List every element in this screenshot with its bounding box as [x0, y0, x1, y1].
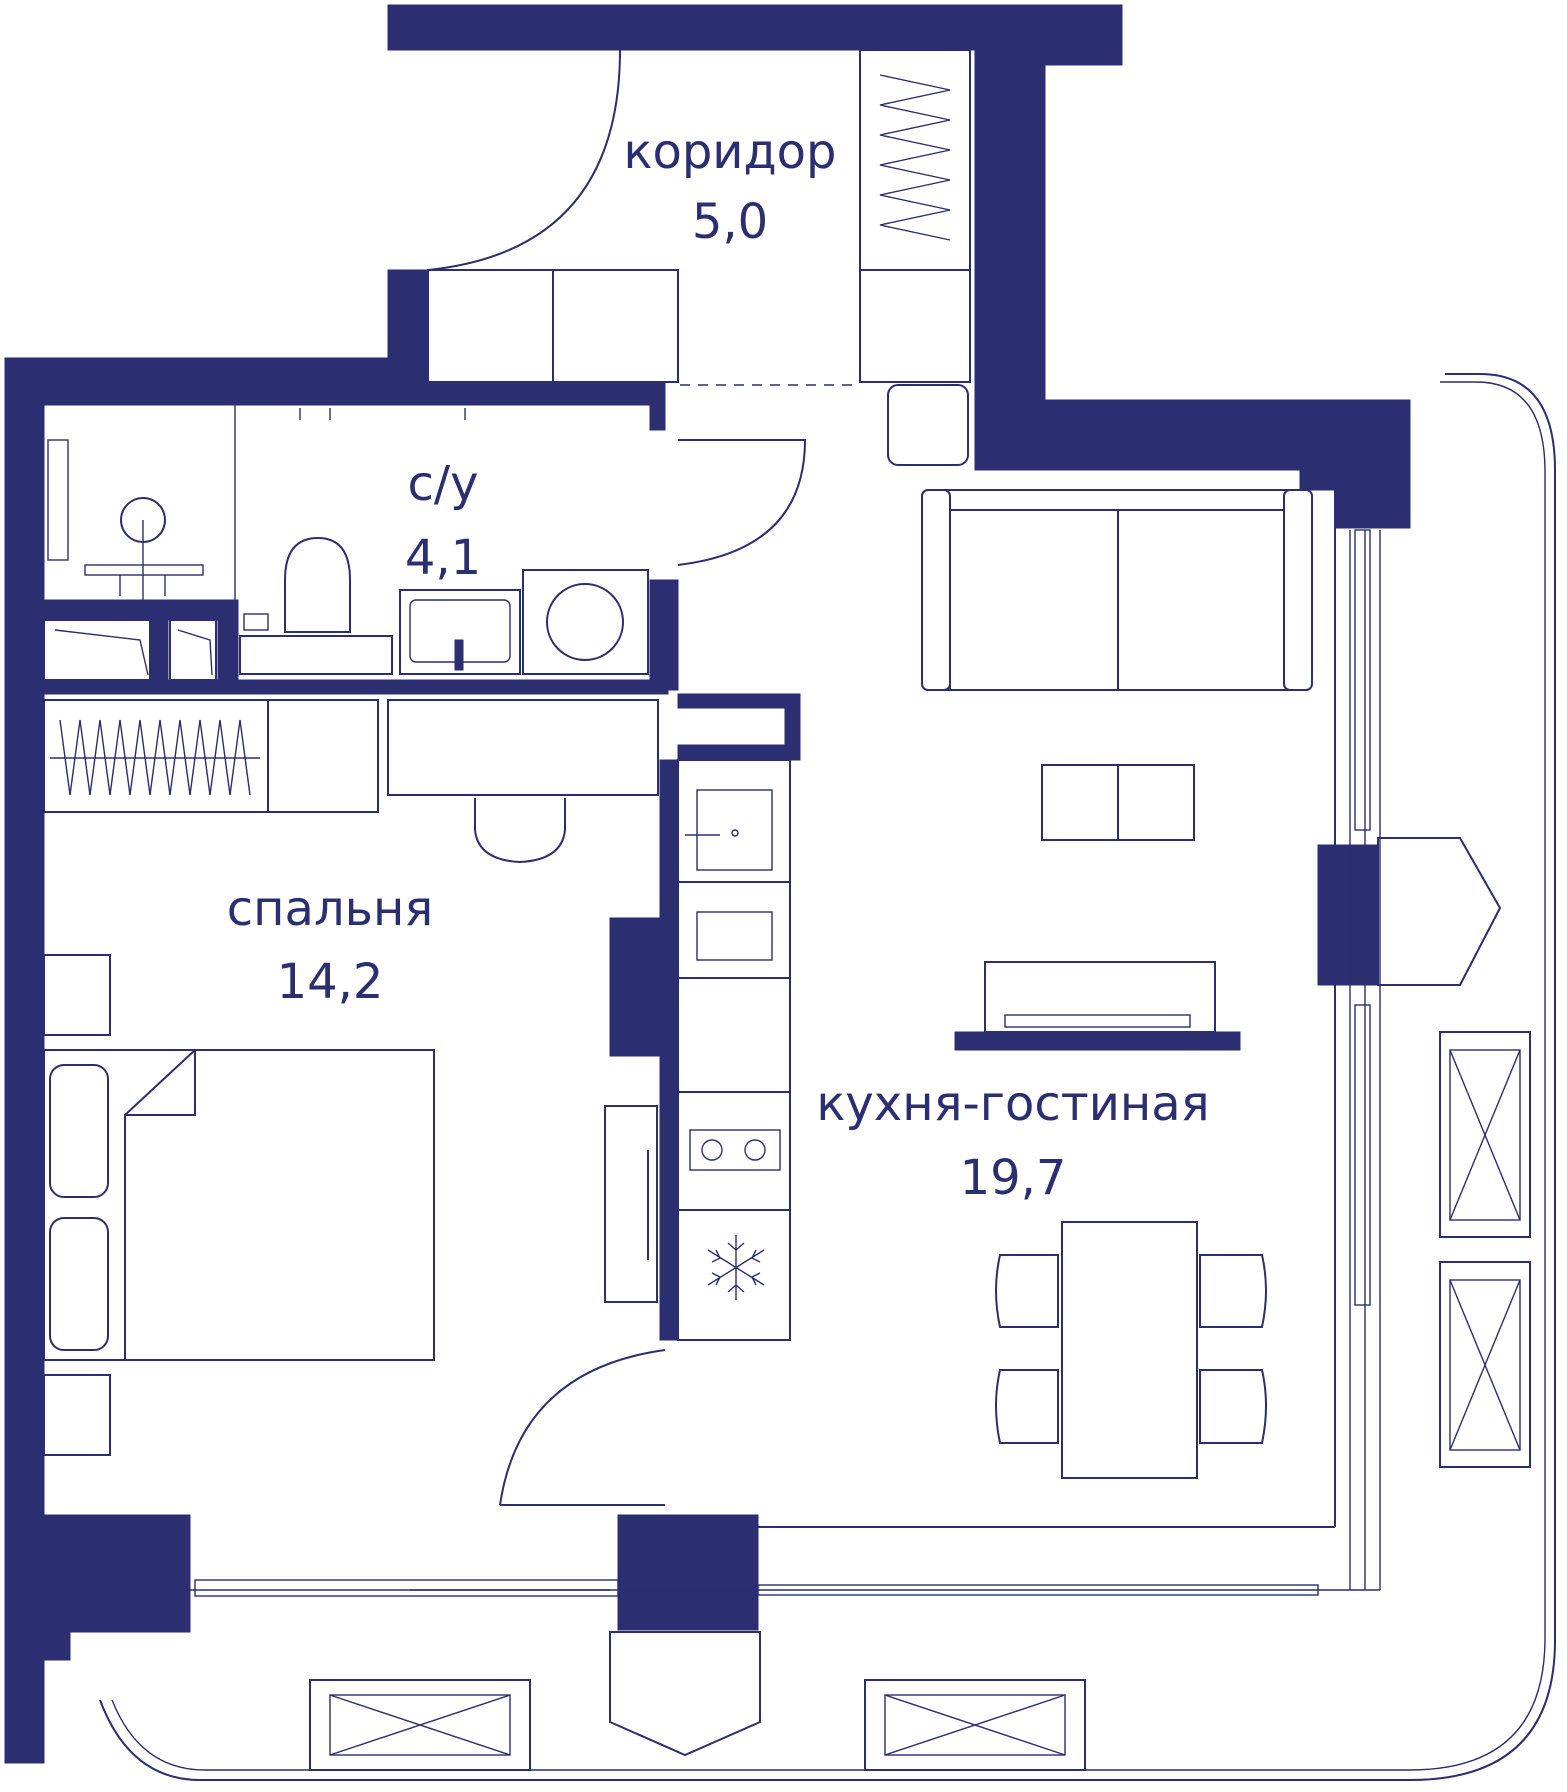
balcony-vent-4	[864, 1679, 1086, 1771]
room-labels: коридор 5,0 с/у 4,1 спальня 14,2 кухня-г…	[227, 124, 1210, 1206]
room-bedroom-area: 14,2	[277, 954, 384, 1010]
walls	[4, 4, 1411, 1764]
bedroom-furniture	[43, 619, 659, 1456]
balcony-vent-2	[1439, 1261, 1531, 1468]
room-bathroom-name: с/у	[408, 456, 479, 512]
balcony-vent-3	[309, 1679, 531, 1771]
bathroom-fixtures	[47, 408, 649, 675]
dining-chairs	[995, 1254, 1267, 1444]
room-kitchen-living-area: 19,7	[960, 1150, 1067, 1206]
room-corridor-name: коридор	[623, 124, 836, 180]
room-bathroom-area: 4,1	[405, 530, 481, 586]
kitchen-furniture	[677, 759, 791, 1341]
snowflake-icon	[707, 1235, 765, 1300]
windows	[194, 529, 1502, 1757]
doors	[427, 49, 807, 1506]
room-outlines	[190, 384, 1381, 1591]
balcony	[99, 373, 1556, 1781]
balcony-vent-1	[1439, 1031, 1531, 1238]
living-furniture	[921, 489, 1313, 1479]
room-corridor-area: 5,0	[692, 194, 768, 250]
room-bedroom-name: спальня	[227, 881, 433, 937]
corridor-furniture	[427, 49, 971, 466]
room-kitchen-living-name: кухня-гостиная	[816, 1076, 1209, 1132]
